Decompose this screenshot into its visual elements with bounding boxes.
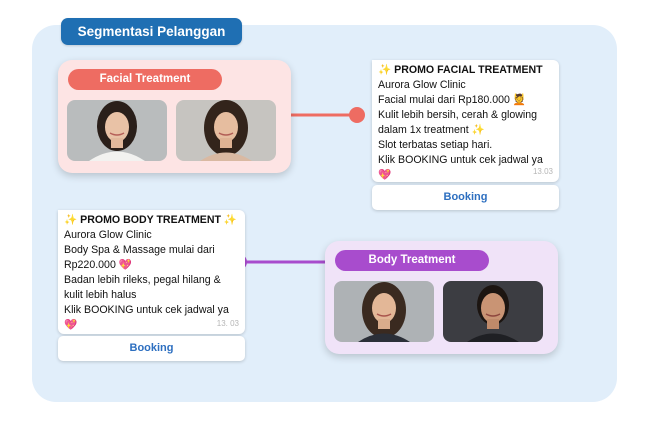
message-line: Klik BOOKING untuk cek jadwal ya [378,154,543,166]
message-timestamp: 13. 03 [216,319,239,328]
message-line: Aurora Glow Clinic [378,79,466,91]
woman-portrait-image [176,100,276,161]
message-line: Kulit lebih bersih, cerah & glowing [378,109,537,121]
message-line: kulit lebih halus [64,289,137,301]
message-line: dalam 1x treatment ✨ [378,124,485,136]
message-line: Rp220.000 💖 [64,259,132,271]
message-timestamp: 13.03 [532,167,553,176]
message-line: Klik BOOKING untuk cek jadwal ya [64,304,229,316]
body-promo-message: ✨ PROMO BODY TREATMENT ✨ Aurora Glow Cli… [58,210,245,334]
facial-segment-card: Facial Treatment [58,60,291,173]
body-booking-button[interactable]: Booking [58,336,245,361]
diagram-title: Segmentasi Pelanggan [61,18,242,45]
woman-portrait-image [67,100,167,161]
message-line: Aurora Glow Clinic [64,229,152,241]
facial-segment-label: Facial Treatment [68,69,222,90]
woman-portrait-image [443,281,543,342]
message-line: Body Spa & Massage mulai dari [64,244,215,256]
facial-booking-button[interactable]: Booking [372,185,559,210]
message-line: Badan lebih rileks, pegal hilang & [64,274,221,286]
facial-connector-dot [349,107,365,123]
body-segment-label: Body Treatment [335,250,489,271]
facial-promo-message: ✨ PROMO FACIAL TREATMENT Aurora Glow Cli… [372,60,559,182]
message-line: 💖 [64,319,78,331]
message-line: Slot terbatas setiap hari. [378,139,493,151]
message-line: Facial mulai dari Rp180.000 💆 [378,94,527,106]
woman-portrait-image [334,281,434,342]
message-line: ✨ PROMO BODY TREATMENT ✨ [64,214,238,226]
message-line: ✨ PROMO FACIAL TREATMENT [378,64,543,76]
body-segment-card: Body Treatment [325,241,558,354]
message-line: 💖 [378,169,392,181]
